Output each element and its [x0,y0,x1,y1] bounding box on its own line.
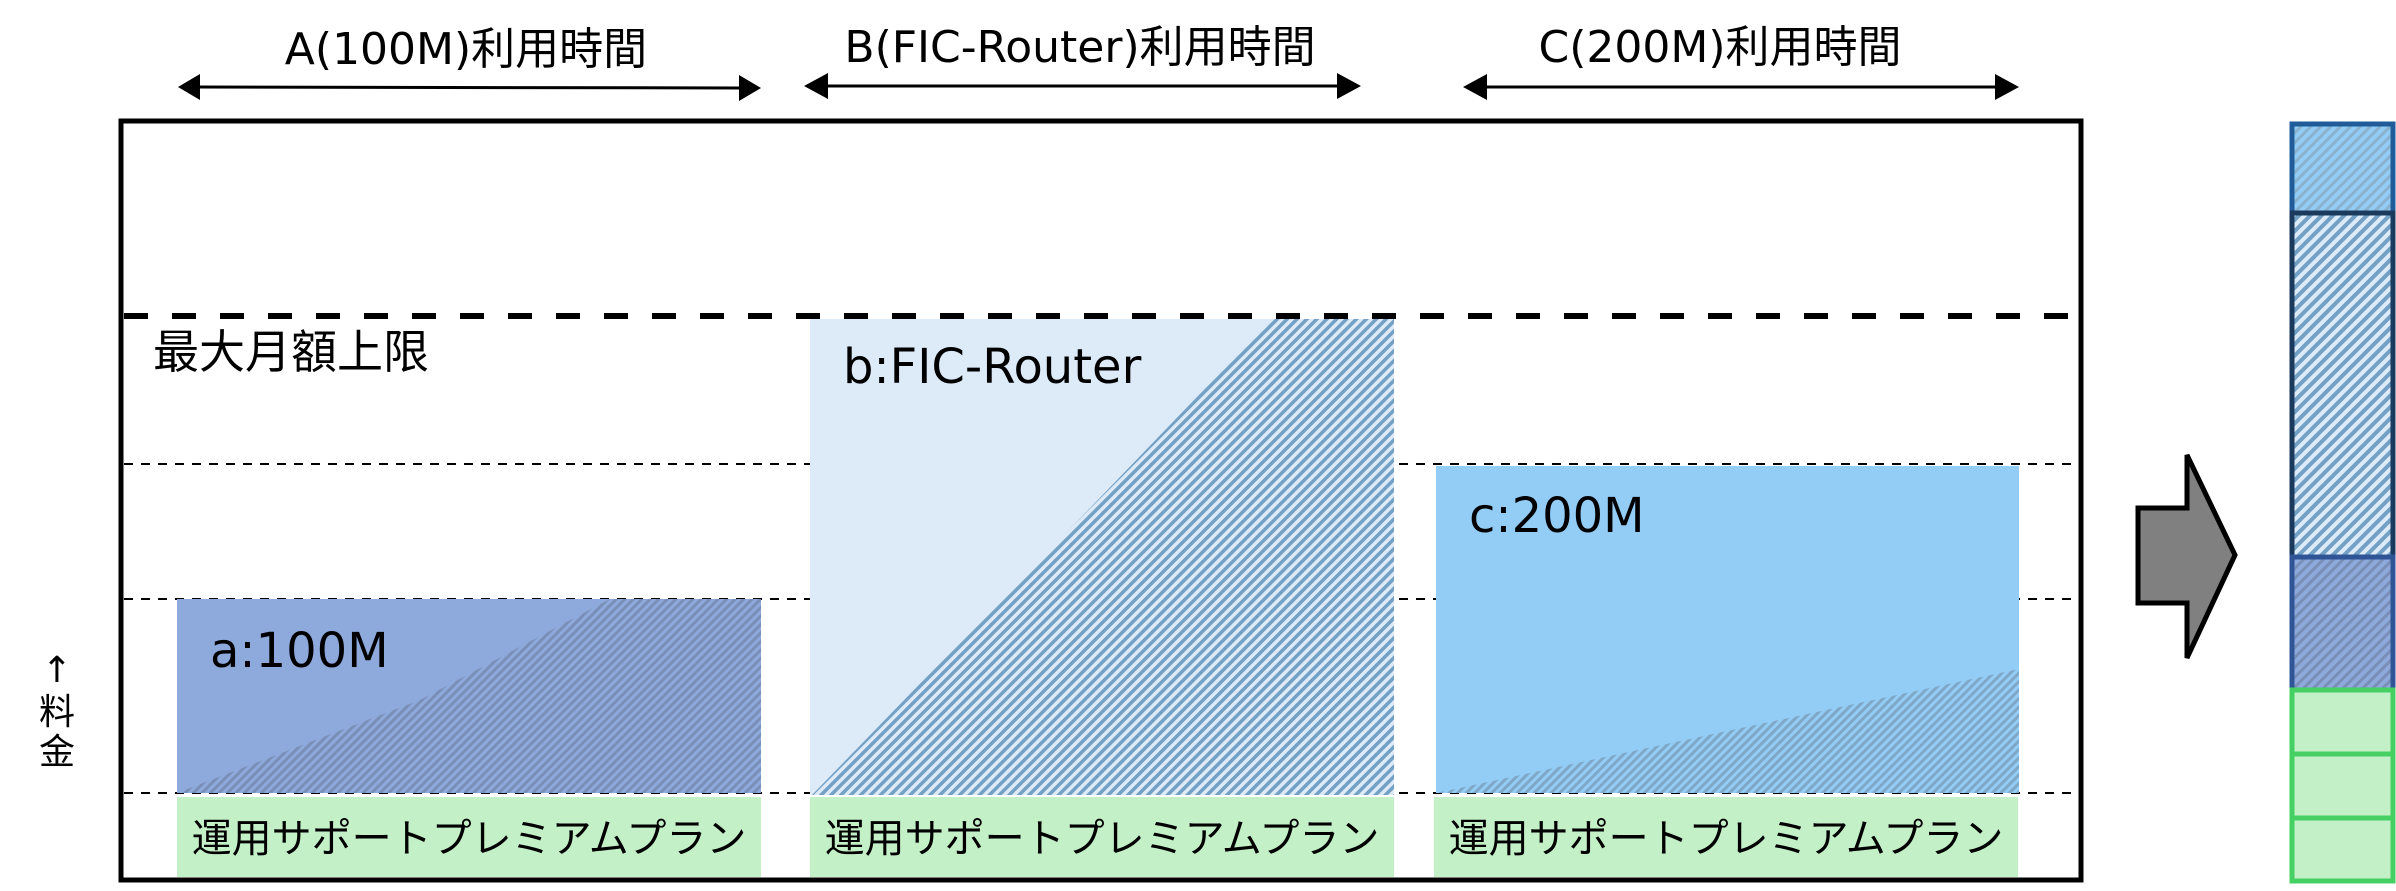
box-b-fic-router: b:FIC-Router [810,319,1394,795]
stack-segment-plan-3 [2289,815,2396,884]
period-c-label: C(200M)利用時間 [1539,22,1902,73]
stack-segment-plan-1 [2289,687,2396,757]
stack-segment-plan-2 [2289,751,2396,821]
box-c-label: c:200M [1469,488,1645,544]
box-a-100m: a:100M [177,599,761,793]
plan-box-a: 運用サポートプレミアムプラン [177,797,761,877]
double-arrow-icon [1463,74,2019,100]
plan-box-b: 運用サポートプレミアムプラン [810,797,1394,877]
y-axis-label: ↑ 料 金 [39,650,75,773]
box-c-200m: c:200M [1436,466,2019,793]
chart-frame-outline [118,118,2084,883]
hatch-area-a [177,599,761,793]
double-arrow-icon [178,74,761,101]
double-arrow-icon [804,73,1361,99]
period-b-header: B(FIC-Router)利用時間 [804,22,1361,99]
plan-box-c: 運用サポートプレミアムプラン [1434,797,2018,877]
box-a-label: a:100M [210,623,389,679]
plan-label: 運用サポートプレミアムプラン [192,816,747,862]
y-axis-label-char-1: 料 [39,692,75,733]
period-c-header: C(200M)利用時間 [1463,22,2019,100]
hatch-area-c [1436,669,2019,793]
stack-segment-a [2289,554,2396,693]
period-b-label: B(FIC-Router)利用時間 [844,22,1315,73]
period-a-label: A(100M)利用時間 [285,24,647,75]
box-b-label: b:FIC-Router [843,339,1142,395]
right-arrow-icon [2135,453,2238,660]
stack-segment-c [2289,121,2396,216]
stack-segment-b [2289,210,2396,560]
up-arrow-icon: ↑ [42,650,72,691]
monthly-cap-label: 最大月額上限 [153,325,429,379]
period-a-header: A(100M)利用時間 [178,24,761,101]
stacked-total-bar [2289,121,2396,884]
plan-label: 運用サポートプレミアムプラン [1449,816,2004,862]
y-axis-label-char-2: 金 [39,732,75,773]
plan-label: 運用サポートプレミアムプラン [825,816,1380,862]
hatch-area-b [812,319,1394,795]
